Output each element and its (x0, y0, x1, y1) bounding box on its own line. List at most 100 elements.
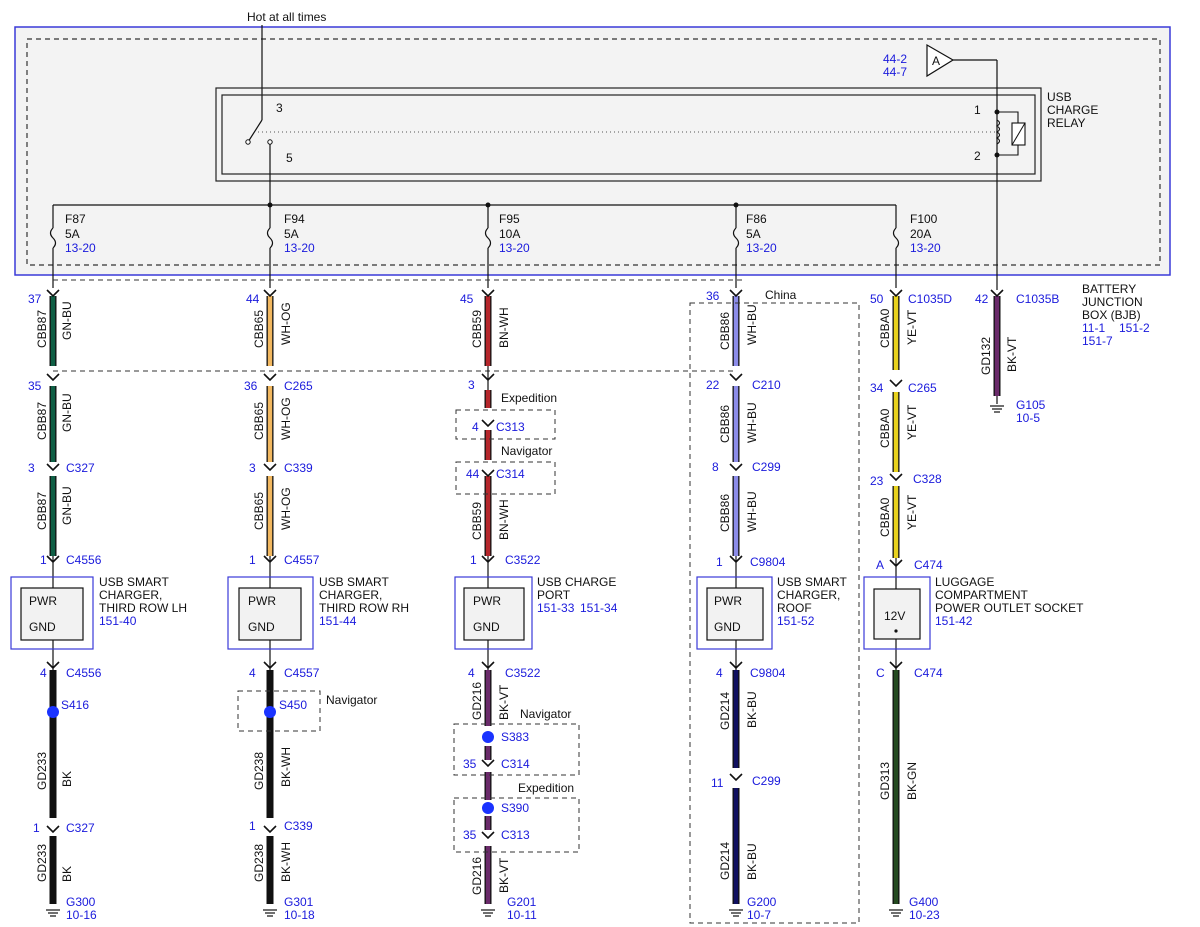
component-ref[interactable]: 151-52 (777, 614, 815, 628)
component-ref[interactable]: 151-42 (935, 614, 973, 628)
connector-pin[interactable]: 1 (716, 555, 723, 569)
connector-name[interactable]: C4556 (66, 666, 102, 680)
connector-pin[interactable]: 4 (468, 666, 475, 680)
fuse-ref[interactable]: 13-20 (910, 241, 941, 255)
connector-name[interactable]: C299 (752, 774, 781, 788)
connector-pin[interactable]: 35 (463, 757, 477, 771)
connector-pin[interactable]: C (876, 666, 885, 680)
connector-pin[interactable]: 3 (468, 378, 475, 392)
connector-pin[interactable]: 1 (470, 553, 477, 567)
bjb-ref-2[interactable]: 151-2 (1119, 321, 1150, 335)
connector-pin[interactable]: 4 (472, 420, 479, 434)
connector-pin[interactable]: A (876, 558, 884, 572)
ground-ref[interactable]: 10-18 (284, 908, 315, 922)
splice-label[interactable]: S450 (279, 698, 307, 712)
ground-label[interactable]: G200 (747, 895, 777, 909)
wire-circuit-label: CBBA0 (878, 408, 892, 448)
bjb-ref-3[interactable]: 151-7 (1082, 334, 1113, 348)
connector-name[interactable]: C3522 (505, 666, 541, 680)
connector-pin[interactable]: 50 (870, 292, 884, 306)
connector-name[interactable]: C4557 (284, 553, 320, 567)
connector-pin[interactable]: 23 (870, 474, 884, 488)
connector-name[interactable]: C3522 (505, 553, 541, 567)
connector-pin[interactable]: 36 (244, 379, 258, 393)
connector-pin[interactable]: 44 (466, 467, 480, 481)
relay-ref-1[interactable]: 44-2 (883, 52, 907, 66)
connector-name[interactable]: C265 (284, 379, 313, 393)
splice-label[interactable]: S390 (501, 801, 529, 815)
connector-name[interactable]: C9804 (750, 666, 786, 680)
connector-name[interactable]: C328 (913, 472, 942, 486)
connector-pin[interactable]: 44 (246, 292, 260, 306)
splice-label[interactable]: S416 (61, 698, 89, 712)
connector-name[interactable]: C1035B (1016, 292, 1059, 306)
connector-name[interactable]: C314 (501, 757, 530, 771)
connector-name[interactable]: C313 (496, 420, 525, 434)
connector-pin[interactable]: 35 (28, 379, 42, 393)
connector-name[interactable]: C339 (284, 461, 313, 475)
connector-pin[interactable]: 37 (28, 292, 42, 306)
splice-label[interactable]: S383 (501, 730, 529, 744)
connector-pin[interactable]: 22 (706, 378, 720, 392)
connector-name[interactable]: C299 (752, 460, 781, 474)
ground-label[interactable]: G300 (66, 895, 96, 909)
connector-name[interactable]: C210 (752, 378, 781, 392)
connector-name[interactable]: C474 (914, 666, 943, 680)
component-box[interactable] (696, 576, 773, 650)
connector-pin[interactable]: 42 (975, 292, 989, 306)
ground-label[interactable]: G201 (507, 895, 537, 909)
connector-pin[interactable]: 11 (711, 776, 724, 790)
connector-pin[interactable]: 34 (870, 381, 884, 395)
connector-pin[interactable]: 45 (460, 292, 474, 306)
component-box[interactable] (863, 576, 931, 650)
component-ref[interactable]: 151-33 (537, 601, 575, 615)
connector-pin[interactable]: 4 (40, 666, 47, 680)
component-box[interactable] (10, 576, 94, 650)
connector-pin[interactable]: 1 (33, 821, 40, 835)
relay-ref-2[interactable]: 44-7 (883, 65, 907, 79)
connector-name[interactable]: C265 (908, 381, 937, 395)
connector-name[interactable]: C314 (496, 467, 525, 481)
connector-name[interactable]: C474 (914, 558, 943, 572)
fuse-ref[interactable]: 13-20 (284, 241, 315, 255)
connector-pin[interactable]: 1 (249, 553, 256, 567)
ground-ref[interactable]: 10-16 (66, 908, 97, 922)
connector-name[interactable]: C313 (501, 828, 530, 842)
fuse-ref[interactable]: 13-20 (499, 241, 530, 255)
ground-label[interactable]: G400 (909, 895, 939, 909)
connector-pin[interactable]: 3 (28, 461, 35, 475)
ground-ref[interactable]: 10-11 (507, 908, 537, 922)
connector-name[interactable]: C9804 (750, 555, 786, 569)
component-ref[interactable]: 151-40 (99, 614, 137, 628)
connector-pin[interactable]: 35 (463, 828, 477, 842)
ground-ref[interactable]: 10-5 (1016, 411, 1040, 425)
ground-label[interactable]: G301 (284, 895, 314, 909)
connector-name[interactable]: C327 (66, 461, 95, 475)
col5-seg2-wire-fill (893, 392, 899, 472)
ground-icon (46, 909, 60, 917)
component-box[interactable] (227, 576, 314, 650)
wire-circuit-label: CBBA0 (878, 308, 892, 348)
connector-name[interactable]: C4556 (66, 553, 102, 567)
connector-pin[interactable]: 3 (249, 461, 256, 475)
ground-label[interactable]: G105 (1016, 398, 1046, 412)
component-ref[interactable]: 151-34 (580, 601, 618, 615)
component-box[interactable] (454, 576, 533, 650)
connector-pin[interactable]: 8 (712, 460, 719, 474)
component-ref[interactable]: 151-44 (319, 614, 357, 628)
connector-name[interactable]: C4557 (284, 666, 320, 680)
connector-name[interactable]: C327 (66, 821, 95, 835)
ground-ref[interactable]: 10-7 (747, 908, 771, 922)
fuse-ref[interactable]: 13-20 (746, 241, 777, 255)
col2-seg3-wire-fill (267, 476, 273, 556)
connector-name[interactable]: C339 (284, 819, 313, 833)
connector-name[interactable]: C1035D (908, 292, 952, 306)
bjb-ref-1[interactable]: 11-1 (1082, 321, 1105, 335)
connector-pin[interactable]: 1 (249, 819, 256, 833)
connector-pin[interactable]: 36 (706, 289, 720, 303)
ground-ref[interactable]: 10-23 (909, 908, 940, 922)
connector-pin[interactable]: 4 (716, 666, 723, 680)
connector-pin[interactable]: 1 (40, 553, 47, 567)
connector-pin[interactable]: 4 (249, 666, 256, 680)
fuse-ref[interactable]: 13-20 (65, 241, 96, 255)
